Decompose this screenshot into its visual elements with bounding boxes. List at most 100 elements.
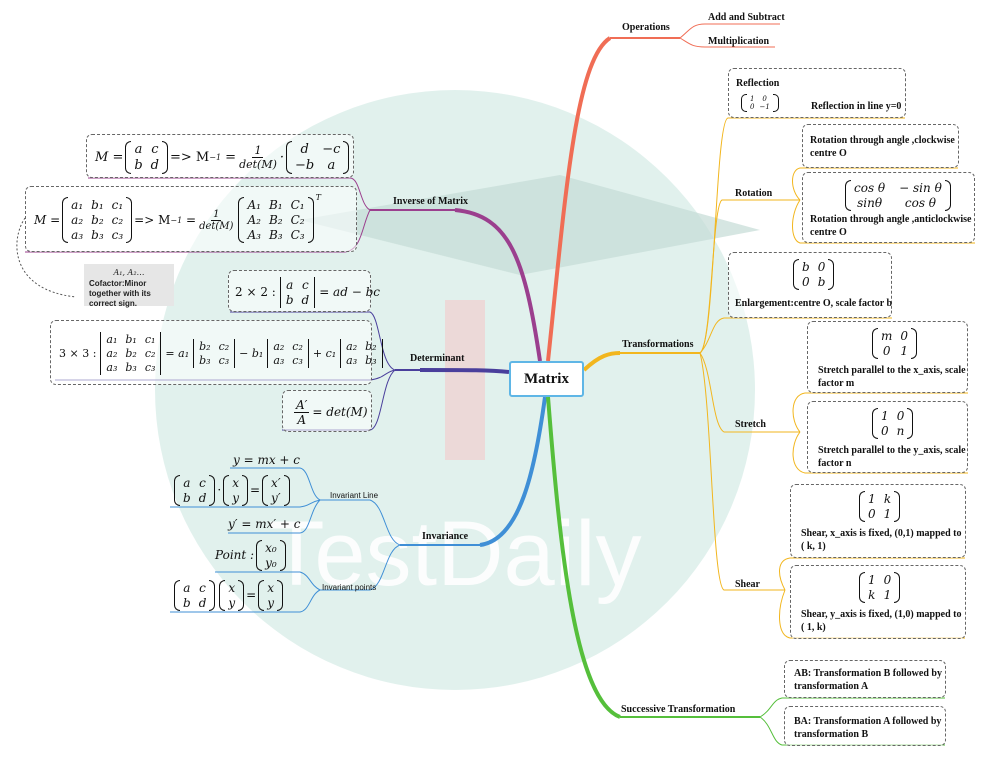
matrix-cell: 1 — [900, 343, 909, 358]
matrix-cell: y₀ — [265, 555, 277, 570]
branch-invariance[interactable]: Invariance — [422, 531, 469, 542]
central-topic[interactable]: Matrix — [509, 361, 584, 397]
branch-operations[interactable]: Operations — [622, 22, 670, 33]
matrix-cell: d — [301, 292, 310, 307]
matrix-cell: k — [883, 491, 892, 506]
matrix-cell: B₁ — [268, 198, 283, 212]
edge-determinant — [419, 368, 510, 374]
matrix-cell: C₁ — [290, 198, 305, 212]
matrix-cell: b₁ — [125, 332, 137, 346]
branch-successive[interactable]: Successive Transformation — [621, 704, 736, 715]
successive-ab-box: AB: Transformation B followed by transfo… — [784, 660, 946, 698]
matrix-cell: a₂ — [346, 339, 358, 353]
matrix-cell: b — [285, 292, 294, 307]
matrix-cell: a₂ — [273, 339, 285, 353]
successive-ba-desc: BA: Transformation A followed by transfo… — [794, 716, 942, 740]
matrix-cell: cos θ — [904, 195, 937, 210]
branch-determinant[interactable]: Determinant — [410, 353, 465, 364]
matrix-cell: b₂ — [91, 213, 104, 227]
matrix-cell: 0 — [883, 572, 892, 587]
matrix-cell: a — [134, 141, 143, 157]
matrix-cell: 1 — [881, 408, 889, 423]
matrix-cell: a — [286, 277, 294, 292]
matrix-cell: 1 — [750, 95, 755, 103]
node-multiplication[interactable]: Multiplication — [708, 36, 770, 47]
branch-inverse[interactable]: Inverse of Matrix — [393, 196, 468, 207]
matrix-cell: C₃ — [290, 228, 305, 242]
edge-add-subtract — [679, 23, 780, 39]
edge-operations — [546, 36, 612, 362]
node-invariant-line[interactable]: Invariant Line — [330, 491, 379, 500]
matrix-cell: 0 — [868, 506, 876, 521]
edge-cofactor-note — [16, 217, 77, 298]
matrix-cell: y — [267, 595, 274, 610]
matrix-cell: c₂ — [144, 346, 156, 360]
matrix-cell: c₂ — [111, 213, 124, 227]
matrix-cell: c₂ — [292, 339, 303, 353]
matrix-cell: 0 — [817, 259, 826, 274]
reflection-desc: Reflection in line y=0 — [811, 101, 902, 112]
invariant-line-eq1: y = mx + c — [233, 453, 301, 467]
matrix-cell: y — [228, 595, 236, 610]
node-stretch[interactable]: Stretch — [735, 419, 766, 430]
cofactor-note: A₁, A₂… Cofactor:Minor together with its… — [84, 264, 174, 308]
node-reflection[interactable]: Reflection — [736, 78, 780, 89]
matrix-cell: c — [199, 580, 206, 595]
watermark-text: TestDaily — [268, 503, 641, 605]
matrix-cell: 0 — [896, 408, 905, 423]
matrix-cell: b₂ — [365, 339, 377, 353]
matrix-cell: c₃ — [144, 360, 156, 374]
matrix-cell: 0 — [762, 95, 767, 103]
matrix-cell: a₁ — [71, 198, 84, 212]
matrix-cell: sinθ — [857, 195, 883, 210]
matrix-cell: d — [198, 595, 207, 610]
branch-transformations[interactable]: Transformations — [622, 339, 694, 350]
matrix-cell: 0 — [881, 423, 889, 438]
matrix-cell: B₃ — [268, 228, 283, 242]
matrix-cell: a₃ — [273, 353, 285, 367]
successive-ab-desc: AB: Transformation B followed by transfo… — [794, 668, 942, 692]
matrix-cell: 0 — [882, 343, 891, 358]
node-shear[interactable]: Shear — [735, 579, 760, 590]
node-rotation[interactable]: Rotation — [735, 188, 773, 199]
matrix-cell: a₂ — [71, 213, 84, 227]
matrix-grid: x′y′ — [268, 475, 284, 506]
matrix-cell: a₁ — [106, 332, 118, 346]
matrix-cell: 0 — [900, 328, 909, 343]
matrix-cell: b — [802, 259, 810, 274]
matrix-cell: x′ — [271, 475, 281, 490]
matrix-cell: 1 — [868, 491, 876, 506]
shear-y-desc: Shear, y_axis is fixed, (1,0) mapped to … — [801, 609, 962, 633]
matrix-cell: b₂ — [125, 346, 137, 360]
matrix-cell: C₂ — [290, 213, 305, 227]
node-invariant-points[interactable]: Invariant points — [322, 583, 377, 592]
det-area-box: A′A = det(M) — [282, 390, 372, 432]
node-add-subtract[interactable]: Add and Subtract — [708, 12, 785, 23]
matrix-cell: A₂ — [247, 213, 261, 227]
